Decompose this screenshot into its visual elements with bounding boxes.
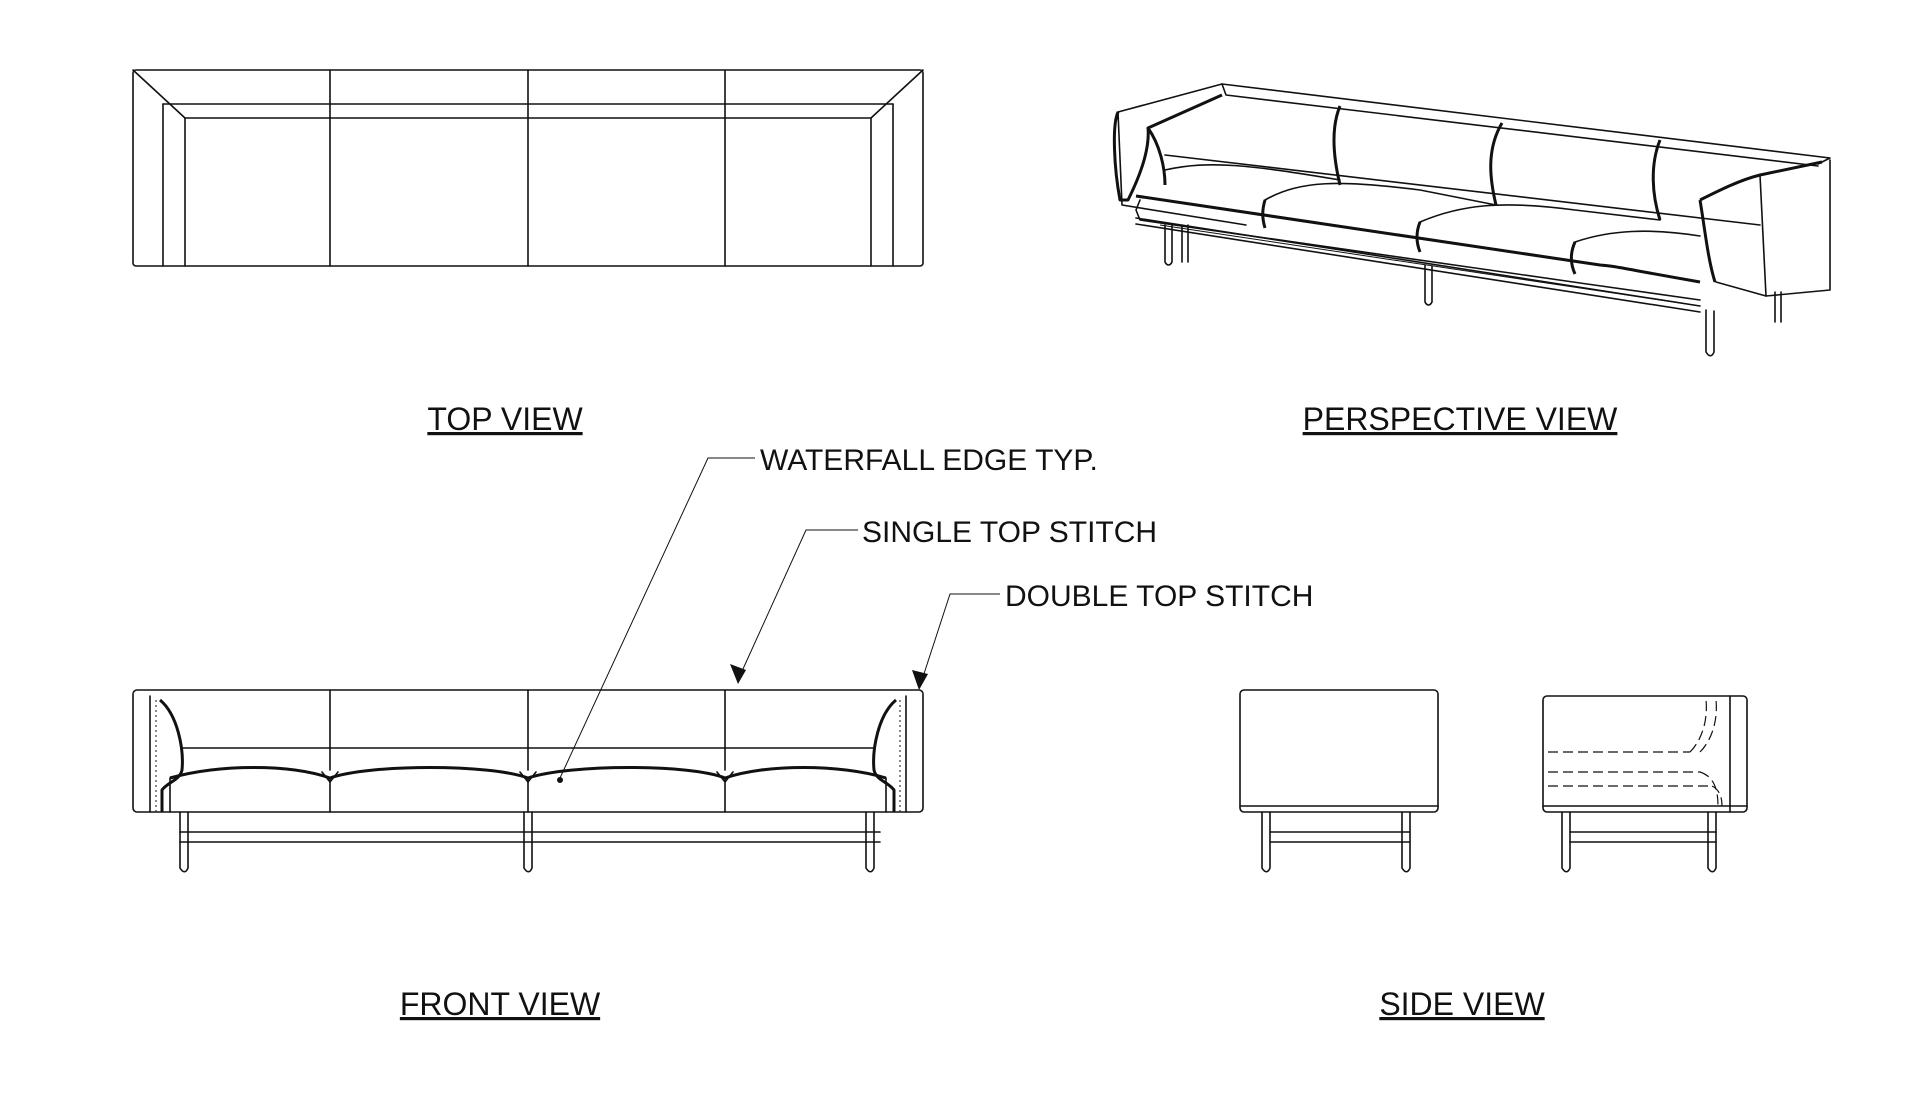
side-view-profile-drawing [1542, 695, 1748, 873]
perspective-view-drawing [1112, 83, 1831, 357]
side-view-label: SIDE VIEW [1379, 986, 1545, 1022]
front-view-label: FRONT VIEW [400, 986, 601, 1022]
top-view-label: TOP VIEW [427, 401, 583, 437]
perspective-view-label: PERSPECTIVE VIEW [1303, 401, 1619, 437]
waterfall-edge-callout: WATERFALL EDGE TYP. [760, 444, 1098, 477]
single-top-stitch-callout: SINGLE TOP STITCH [862, 516, 1157, 549]
front-view-drawing [132, 689, 924, 873]
top-view-drawing [132, 69, 924, 267]
double-top-stitch-callout: DOUBLE TOP STITCH [1005, 580, 1313, 613]
callout-leaders [557, 457, 1000, 783]
side-view-end-drawing [1239, 689, 1439, 873]
